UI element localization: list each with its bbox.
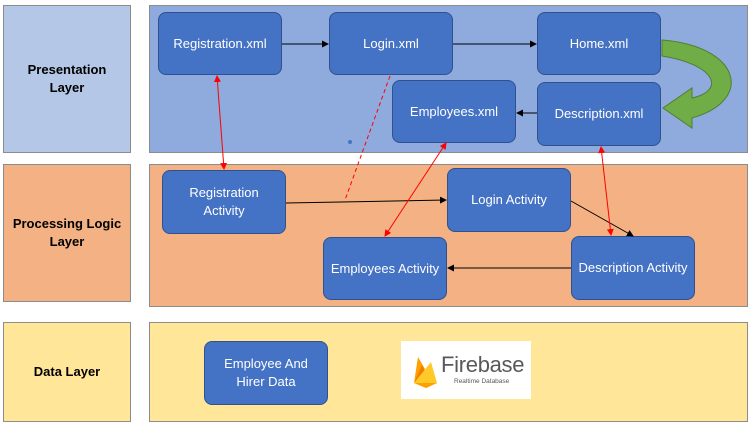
employees-activity-node: Employees Activity (323, 237, 447, 300)
processing-layer-label: Processing Logic Layer (3, 164, 131, 302)
registration-activity-node: Registration Activity (162, 170, 286, 234)
firebase-subtitle: Realtime Database (454, 378, 510, 385)
description-activity-node: Description Activity (571, 236, 695, 300)
firebase-logo: Firebase Realtime Database (401, 341, 531, 399)
employee-hirer-data-node: Employee And Hirer Data (204, 341, 328, 405)
description-xml-node: Description.xml (537, 82, 661, 146)
home-xml-node: Home.xml (537, 12, 661, 75)
login-xml-node: Login.xml (329, 12, 453, 75)
data-layer-label: Data Layer (3, 322, 131, 422)
registration-xml-node: Registration.xml (158, 12, 282, 75)
login-activity-node: Login Activity (447, 168, 571, 232)
presentation-layer-label: Presentation Layer (3, 5, 131, 153)
firebase-name: Firebase (441, 352, 525, 377)
firebase-flame-icon (414, 357, 437, 388)
employees-xml-node: Employees.xml (392, 80, 516, 143)
